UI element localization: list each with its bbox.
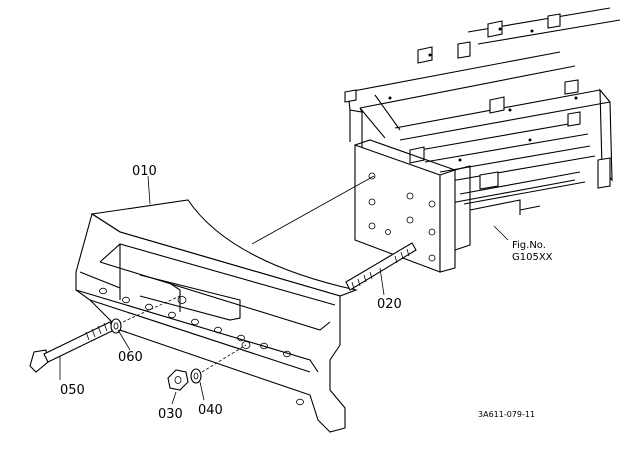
label-040: 040: [198, 403, 223, 418]
fig-no-label: Fig.No.: [512, 240, 546, 251]
label-030: 030: [158, 407, 183, 422]
bracket-holes: [99, 287, 304, 406]
tractor-frame: [344, 7, 621, 273]
fig-no-value: G105XX: [512, 252, 553, 263]
part-050-bolt: [29, 295, 181, 380]
label-050: 050: [60, 383, 85, 398]
label-020: 020: [377, 297, 402, 312]
fig-leader: [493, 225, 509, 241]
drawing-code: 3A611-079-11: [478, 410, 535, 419]
part-020-stud-bolt: [251, 175, 417, 296]
part-030-nut: [167, 369, 189, 405]
part-010-weight-bracket: [75, 175, 358, 433]
part-040-washer: [190, 344, 247, 401]
part-labels: 010 020 030 040 050 060 Fig.No. G105XX 3…: [60, 164, 553, 422]
label-060: 060: [118, 350, 143, 365]
label-010: 010: [132, 164, 157, 179]
part-060-washer: [110, 318, 131, 351]
